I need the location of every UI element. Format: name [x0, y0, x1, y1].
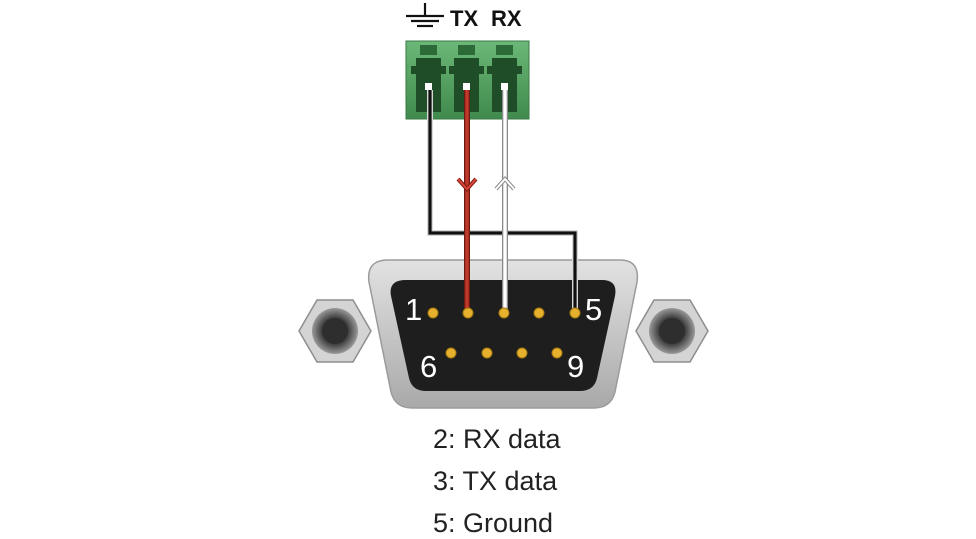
pin-5 [569, 307, 581, 319]
legend-pin-3: 3: TX data [433, 466, 558, 496]
db9-connector-insert [390, 280, 616, 391]
pin-2 [462, 307, 474, 319]
terminal-label-tx: TX [450, 6, 478, 31]
pin-9 [551, 347, 563, 359]
pin-6 [445, 347, 457, 359]
db9-connector-shell [367, 259, 639, 409]
rx-direction-arrow-fill-icon [495, 177, 515, 190]
pin-label-1: 1 [405, 292, 422, 327]
pin-label-5: 5 [585, 292, 602, 327]
pin-label-9: 9 [567, 349, 584, 384]
left-hex-nut [298, 299, 372, 363]
pin-4 [533, 307, 545, 319]
legend-pin-2: 2: RX data [433, 424, 561, 454]
ground-symbol-icon [406, 3, 444, 28]
pin-7 [481, 347, 493, 359]
right-hex-nut [635, 299, 709, 363]
pins-bottom-row [445, 347, 563, 359]
pin-1 [427, 307, 439, 319]
tx-direction-arrow-fill-icon [457, 178, 477, 191]
pins-top-row [427, 307, 581, 319]
pin-3 [498, 307, 510, 319]
pin-label-6: 6 [420, 349, 437, 384]
legend-pin-5: 5: Ground [433, 508, 554, 538]
terminal-label-rx: RX [491, 6, 522, 31]
pin-8 [516, 347, 528, 359]
